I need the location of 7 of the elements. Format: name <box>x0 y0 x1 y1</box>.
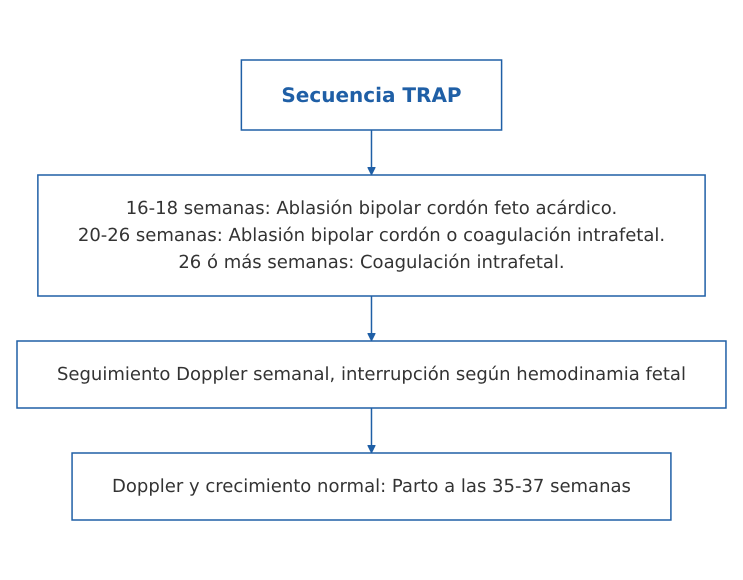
arrow <box>367 408 376 454</box>
node-box: Secuencia TRAP <box>240 59 502 131</box>
node-box: 16-18 semanas: Ablasión bipolar cordón feto acárdico. 20-26 semanas: Ablasión bipolar cordón o coagulación intrafetal. 26 ó más semanas: Coagulación intrafetal. <box>37 174 706 297</box>
node-box: Seguimiento Doppler semanal, interrupción según hemodinamia fetal <box>16 340 727 409</box>
node-box: Doppler y crecimiento normal: Parto a las 35-37 semanas <box>71 452 672 521</box>
arrow <box>367 130 376 176</box>
arrow <box>367 296 376 342</box>
